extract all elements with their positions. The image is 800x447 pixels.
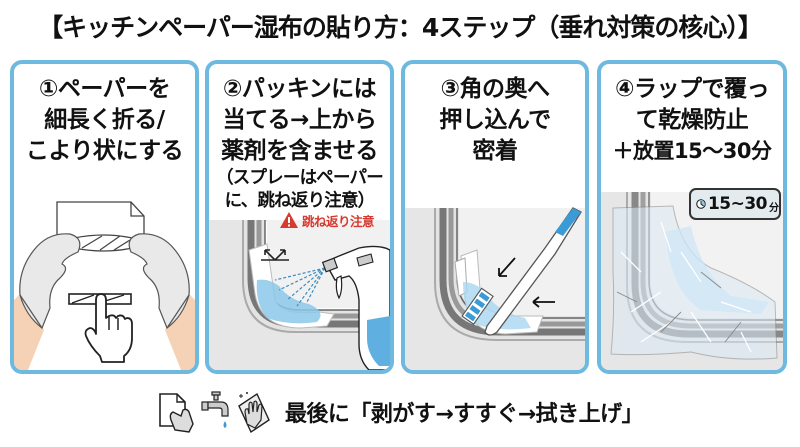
step-2-note-1: （スプレーはペーパー [216,168,384,188]
twisted-paper-icon [73,234,133,252]
step-2-line-3: 薬剤を含ませる [221,138,378,164]
step-1-heading: ①ペーパーを 細長く折る/ こより状にする [14,74,195,167]
pointing-hand-icon [84,293,133,363]
wrap-wrinkles-icon [620,221,752,353]
bounce-arrows-icon [261,249,289,261]
step-4-heading: ④ラップで覆っ て乾燥防止 ＋放置15〜30分 [601,74,783,167]
faucet-icon [201,391,229,428]
final-steps-text: 最後に「剥がす→すすぐ→拭き上げ」 [284,402,644,427]
spray-bottle-illustration [209,220,390,370]
timer-badge: 15~30 分 [689,188,781,220]
timer-value: 15~30 [707,194,768,214]
footer-icons [157,390,271,434]
gloved-hands-twisting-paper-illustration [14,201,195,370]
press-arrows-icon [498,257,555,308]
step-2-line-1: ②パッキンには [222,76,377,102]
step-4-line-2: て乾燥防止 [635,107,749,133]
step-2-note-2: に、跳ね返り注意） [224,191,376,211]
final-steps-footer: 最後に「剥がす→すすぐ→拭き上げ」 [0,384,800,440]
step-1-line-3: こより状にする [25,138,184,164]
warning-triangle-icon [280,212,298,228]
page-title: 【キッチンペーパー湿布の貼り方：4ステップ（垂れ対策の核心）】 [38,13,763,42]
splash-warning-badge: 跳ね返り注意 [279,210,375,230]
plastic-wrap-illustration [601,192,783,370]
step-4-line-3: ＋放置15〜30分 [612,139,772,163]
step-3-line-1: ③角の奥へ [440,76,550,102]
step-panel-4: ④ラップで覆っ て乾燥防止 ＋放置15〜30分 15~30 分 [597,60,787,374]
step-2-line-2: 当てる→上から [222,107,377,133]
spray-bottle-icon [321,245,390,370]
step-2-heading: ②パッキンには 当てる→上から 薬剤を含ませる （スプレーはペーパー に、跳ね返… [209,74,390,213]
clock-icon [696,199,706,209]
step-panel-2: ②パッキンには 当てる→上から 薬剤を含ませる （スプレーはペーパー に、跳ね返… [205,60,394,374]
peel-paper-icon [159,393,194,433]
step-1-line-2: 細長く折る/ [44,107,165,133]
paper-sheet-icon [56,201,145,241]
toothbrush-illustration [405,207,585,370]
step-1-line-1: ①ペーパーを [38,76,171,102]
step-3-line-2: 押し込んで [439,107,551,133]
warning-label: 跳ね返り注意 [302,213,375,229]
step-3-heading: ③角の奥へ 押し込んで 密着 [405,74,585,167]
step-3-line-3: 密着 [472,138,519,164]
spray-mist-icon [274,267,326,307]
step-panel-3: ③角の奥へ 押し込んで 密着 [401,60,589,374]
step-panel-1: ①ペーパーを 細長く折る/ こより状にする [10,60,199,374]
wipe-cloth-icon [237,392,270,434]
timer-unit: 分 [769,203,779,214]
toothbrush-icon [461,207,582,336]
step-4-line-1: ④ラップで覆っ [615,76,769,102]
